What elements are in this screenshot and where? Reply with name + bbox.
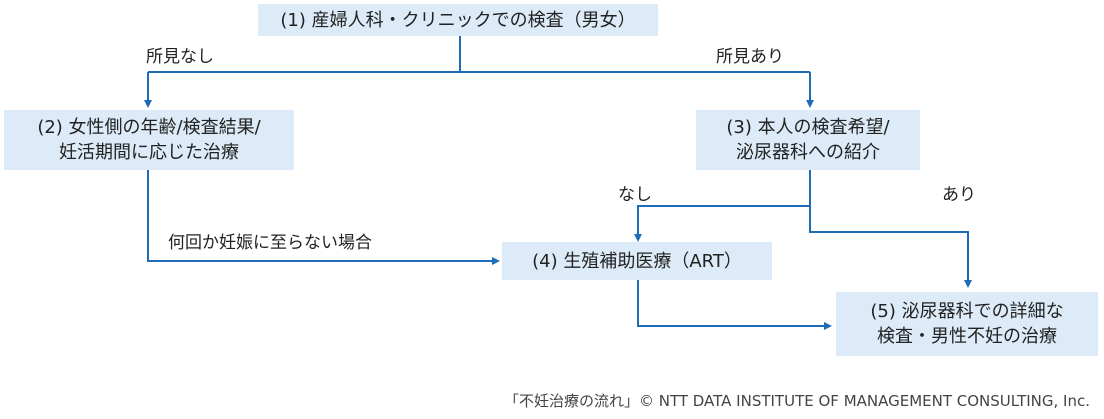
- label-findings: 所見あり: [716, 47, 784, 67]
- node-5-line-2: 検査・男性不妊の治療: [877, 326, 1057, 347]
- edge-n2-to-n4: [147, 170, 500, 265]
- node-3-line-1: (3) 本人の検査希望/: [726, 117, 890, 138]
- edge-n4-to-n5: [637, 280, 832, 330]
- node-3-referral: (3) 本人の検査希望/ 泌尿器科への紹介: [696, 110, 920, 170]
- edge-n3-to-n5: [809, 206, 972, 288]
- node-2-line-2: 妊活期間に応じた治療: [59, 142, 239, 163]
- edge-n3-to-n4: [634, 170, 811, 242]
- label-none: なし: [618, 185, 652, 205]
- label-yes: あり: [942, 185, 976, 205]
- node-1-line-1: (1) 産婦人科・クリニックでの検査（男女）: [280, 9, 636, 31]
- label-no-findings: 所見なし: [146, 47, 214, 67]
- node-4-line-1: (4) 生殖補助医療（ART）: [532, 250, 742, 272]
- node-5-line-1: (5) 泌尿器科での詳細な: [870, 301, 1064, 322]
- node-1-exam: (1) 産婦人科・クリニックでの検査（男女）: [258, 4, 658, 36]
- label-not-pregnant: 何回か妊娠に至らない場合: [168, 233, 372, 253]
- node-2-line-1: (2) 女性側の年齢/検査結果/: [37, 117, 261, 138]
- edge-n1-branch: [148, 36, 810, 73]
- node-4-art: (4) 生殖補助医療（ART）: [502, 242, 772, 280]
- node-3-line-2: 泌尿器科への紹介: [736, 142, 880, 163]
- node-5-urology: (5) 泌尿器科での詳細な 検査・男性不妊の治療: [836, 292, 1098, 356]
- copyright-credit: 「不妊治療の流れ」© NTT DATA INSTITUTE OF MANAGEM…: [503, 392, 1090, 410]
- node-2-treatment: (2) 女性側の年齢/検査結果/ 妊活期間に応じた治療: [4, 110, 294, 170]
